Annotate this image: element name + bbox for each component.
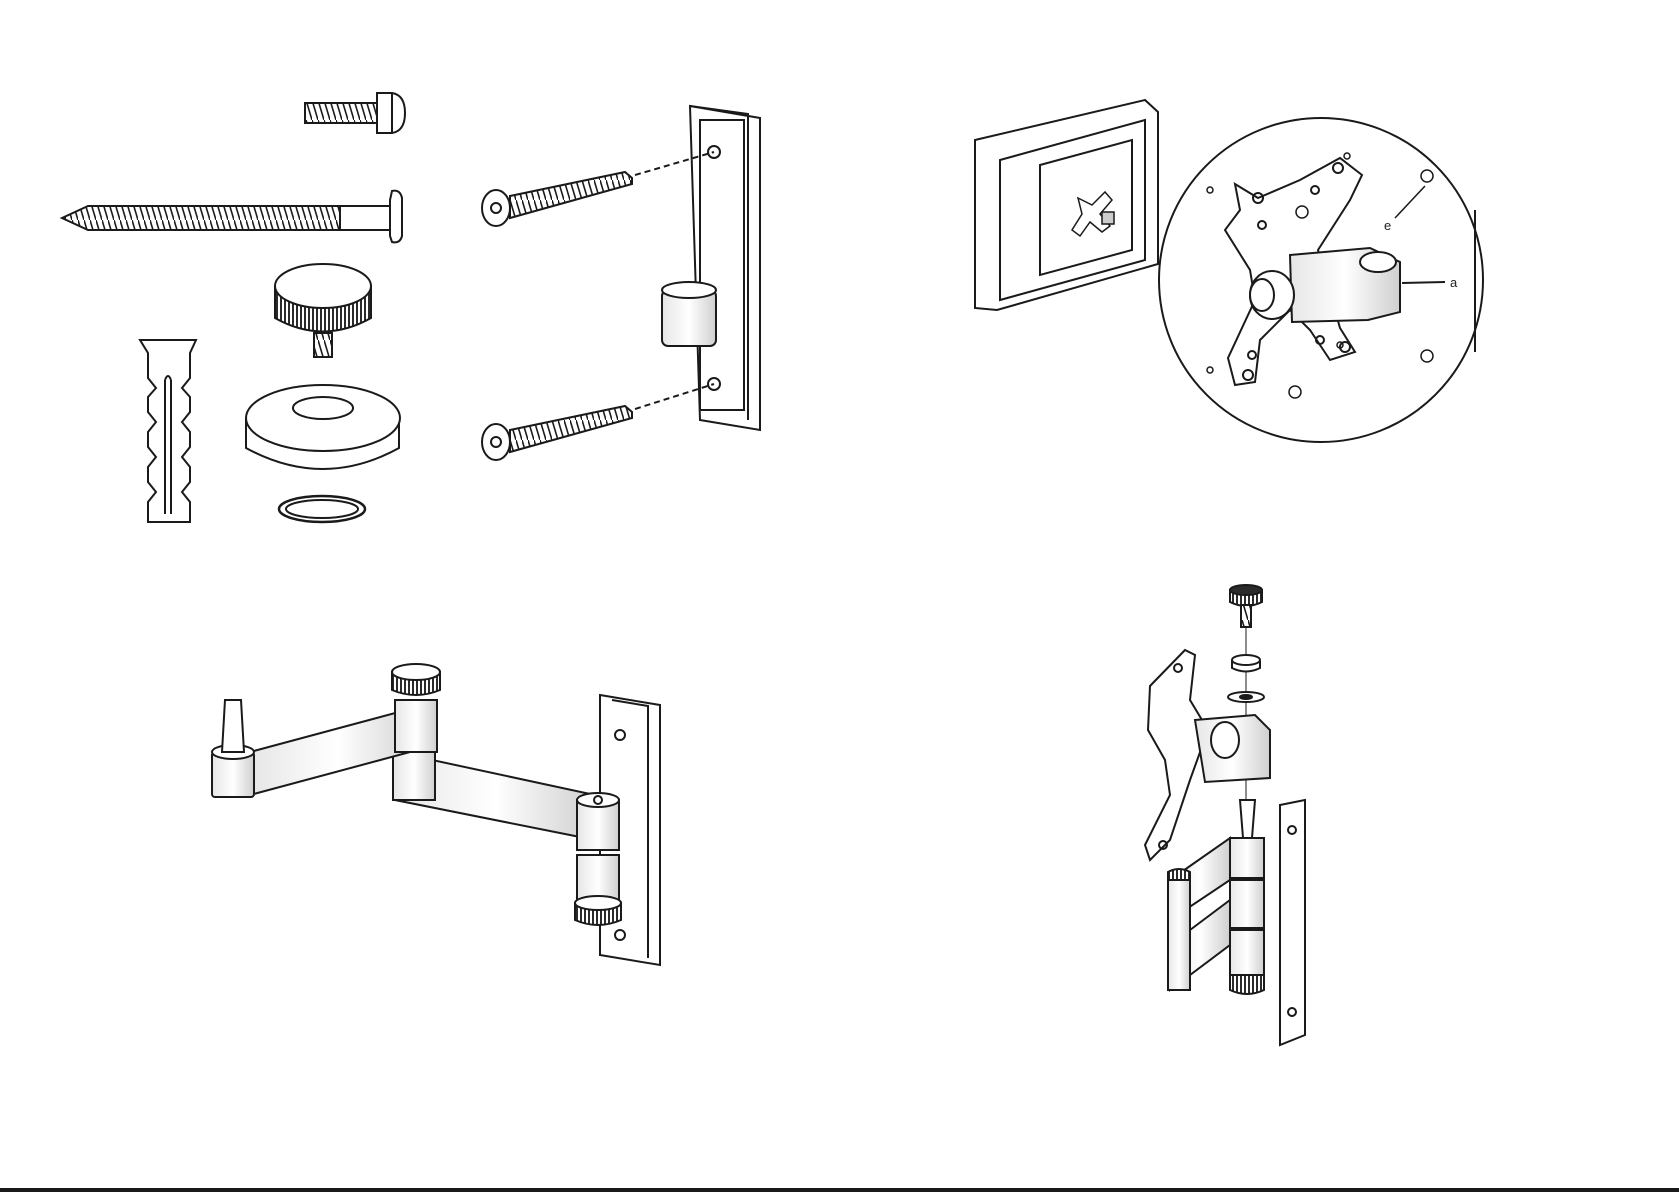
- arm-assembly-panel: [212, 664, 660, 965]
- callout-bracket-label: a: [1450, 275, 1458, 290]
- final-arm-stack-icon: [1168, 800, 1264, 994]
- hardware-parts-panel: [62, 93, 405, 522]
- exploded-washer-icon: [1228, 692, 1264, 702]
- mounting-screw-top-icon: [482, 152, 714, 226]
- thumb-screw-icon: [275, 264, 371, 357]
- collar-washer-icon: [246, 385, 400, 469]
- arm-thumb-screw-top-icon: [392, 664, 440, 695]
- wall-anchor-icon: [140, 340, 196, 522]
- lower-arm-icon: [393, 752, 619, 903]
- mounting-screw-bottom-icon: [482, 384, 714, 460]
- page-bottom-rule: [0, 1188, 1679, 1192]
- exploded-collar-icon: [1232, 655, 1260, 672]
- machine-screw-icon: [305, 93, 405, 133]
- detail-magnifier-icon: a e: [1159, 118, 1483, 442]
- final-assembly-panel: [1145, 585, 1305, 1045]
- monitor-back-icon: [975, 100, 1158, 310]
- arm-thumb-screw-bottom-icon: [575, 896, 621, 925]
- final-wall-plate-icon: [1280, 800, 1305, 1045]
- wall-plate-icon: [662, 106, 760, 430]
- monitor-bracket-panel: a e: [975, 100, 1483, 442]
- lag-screw-icon: [62, 191, 402, 243]
- callout-screw-label: e: [1384, 218, 1391, 233]
- wall-plate-mounting-panel: [482, 106, 760, 460]
- flat-washer-icon: [279, 496, 365, 522]
